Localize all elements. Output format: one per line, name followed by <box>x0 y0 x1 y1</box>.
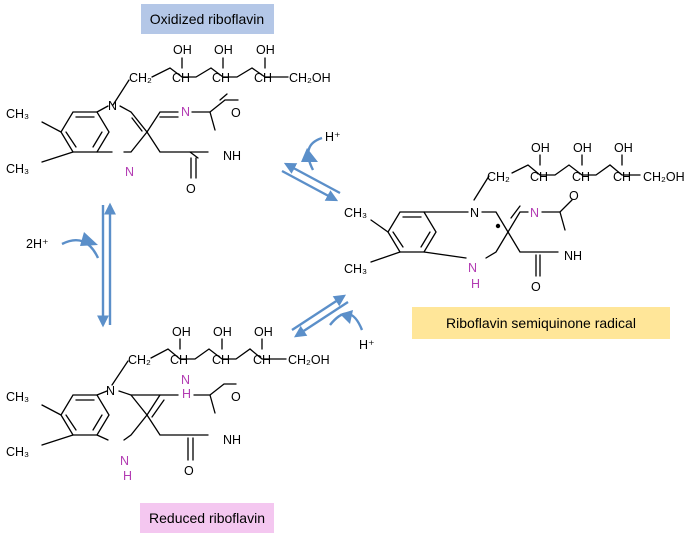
two-proton-label: 2H⁺ <box>26 237 49 251</box>
svg-text:OH: OH <box>573 141 592 155</box>
svg-text:CH₂OH: CH₂OH <box>289 71 331 85</box>
semiquinone-molecule: CH₂ CH CH CH CH₂OH OH OH OH CH₃ CH₃ N N … <box>344 141 685 294</box>
svg-text:N: N <box>470 206 479 220</box>
svg-text:N: N <box>108 99 117 113</box>
svg-text:O: O <box>231 106 241 120</box>
svg-text:H: H <box>123 469 132 483</box>
svg-text:OH: OH <box>172 325 191 339</box>
svg-text:CH₃: CH₃ <box>344 206 367 220</box>
svg-text:CH₂OH: CH₂OH <box>288 353 330 367</box>
svg-text:NH: NH <box>223 433 241 447</box>
lower-equilibrium-arrow <box>291 294 349 338</box>
svg-text:OH: OH <box>254 325 273 339</box>
svg-text:CH: CH <box>530 170 548 184</box>
upper-equilibrium-arrow <box>281 162 341 202</box>
svg-text:OH: OH <box>531 141 550 155</box>
svg-text:N: N <box>181 373 190 387</box>
svg-text:O: O <box>186 182 196 196</box>
svg-text:O: O <box>531 280 541 294</box>
svg-text:H: H <box>182 387 191 401</box>
semiquinone-caption-box <box>412 307 670 339</box>
svg-text:NH: NH <box>223 149 241 163</box>
upper-proton-curve <box>306 136 323 171</box>
svg-text:CH₃: CH₃ <box>6 390 29 404</box>
svg-text:CH₃: CH₃ <box>6 162 29 176</box>
oxidized-caption-box <box>141 4 274 34</box>
svg-text:OH: OH <box>256 43 275 57</box>
svg-text:O: O <box>569 189 579 203</box>
svg-text:CH: CH <box>613 170 631 184</box>
reduced-molecule: CH₂ CH CH CH CH₂OH OH OH OH CH₃ CH₃ N N … <box>6 325 330 483</box>
lower-proton-curve-head <box>340 310 353 324</box>
svg-text:CH₂: CH₂ <box>487 170 510 184</box>
svg-text:N: N <box>530 206 539 220</box>
svg-text:NH: NH <box>564 249 582 263</box>
svg-text:O: O <box>231 390 241 404</box>
svg-text:N: N <box>106 384 115 398</box>
svg-text:CH: CH <box>212 353 230 367</box>
svg-text:CH: CH <box>172 71 190 85</box>
svg-text:N: N <box>120 454 129 468</box>
oxidized-molecule: CH₂ CH CH CH CH₂OH OH OH OH CH₃ CH₃ N <box>6 43 331 196</box>
svg-text:N: N <box>125 165 134 179</box>
svg-text:CH₃: CH₃ <box>6 107 29 121</box>
semiquinone-caption: Riboflavin semiquinone radical <box>446 315 636 331</box>
reduced-caption-box <box>140 503 274 533</box>
svg-text:CH: CH <box>253 353 271 367</box>
svg-text:CH₃: CH₃ <box>6 445 29 459</box>
upper-proton-label: H⁺ <box>325 130 341 144</box>
svg-text:OH: OH <box>614 141 633 155</box>
svg-text:N: N <box>181 105 190 119</box>
svg-text:O: O <box>184 464 194 478</box>
svg-text:N: N <box>468 261 477 275</box>
lower-proton-label: H⁺ <box>359 338 375 352</box>
svg-text:CH₂: CH₂ <box>128 353 151 367</box>
svg-text:CH: CH <box>170 353 188 367</box>
two-proton-curve-head <box>80 232 98 246</box>
svg-text:CH: CH <box>212 71 230 85</box>
svg-text:CH: CH <box>254 71 272 85</box>
svg-text:OH: OH <box>213 325 232 339</box>
svg-text:CH: CH <box>572 170 590 184</box>
oxidized-caption: Oxidized riboflavin <box>150 11 264 27</box>
vertical-equilibrium-arrow <box>97 202 116 328</box>
svg-text:CH₂: CH₂ <box>129 71 152 85</box>
svg-text:OH: OH <box>214 43 233 57</box>
svg-text:H: H <box>471 277 480 291</box>
svg-text:CH₃: CH₃ <box>344 262 367 276</box>
svg-text:OH: OH <box>173 43 192 57</box>
svg-text:CH₂OH: CH₂OH <box>643 170 685 184</box>
reduced-caption: Reduced riboflavin <box>149 510 265 526</box>
upper-proton-curve-head <box>301 148 318 162</box>
